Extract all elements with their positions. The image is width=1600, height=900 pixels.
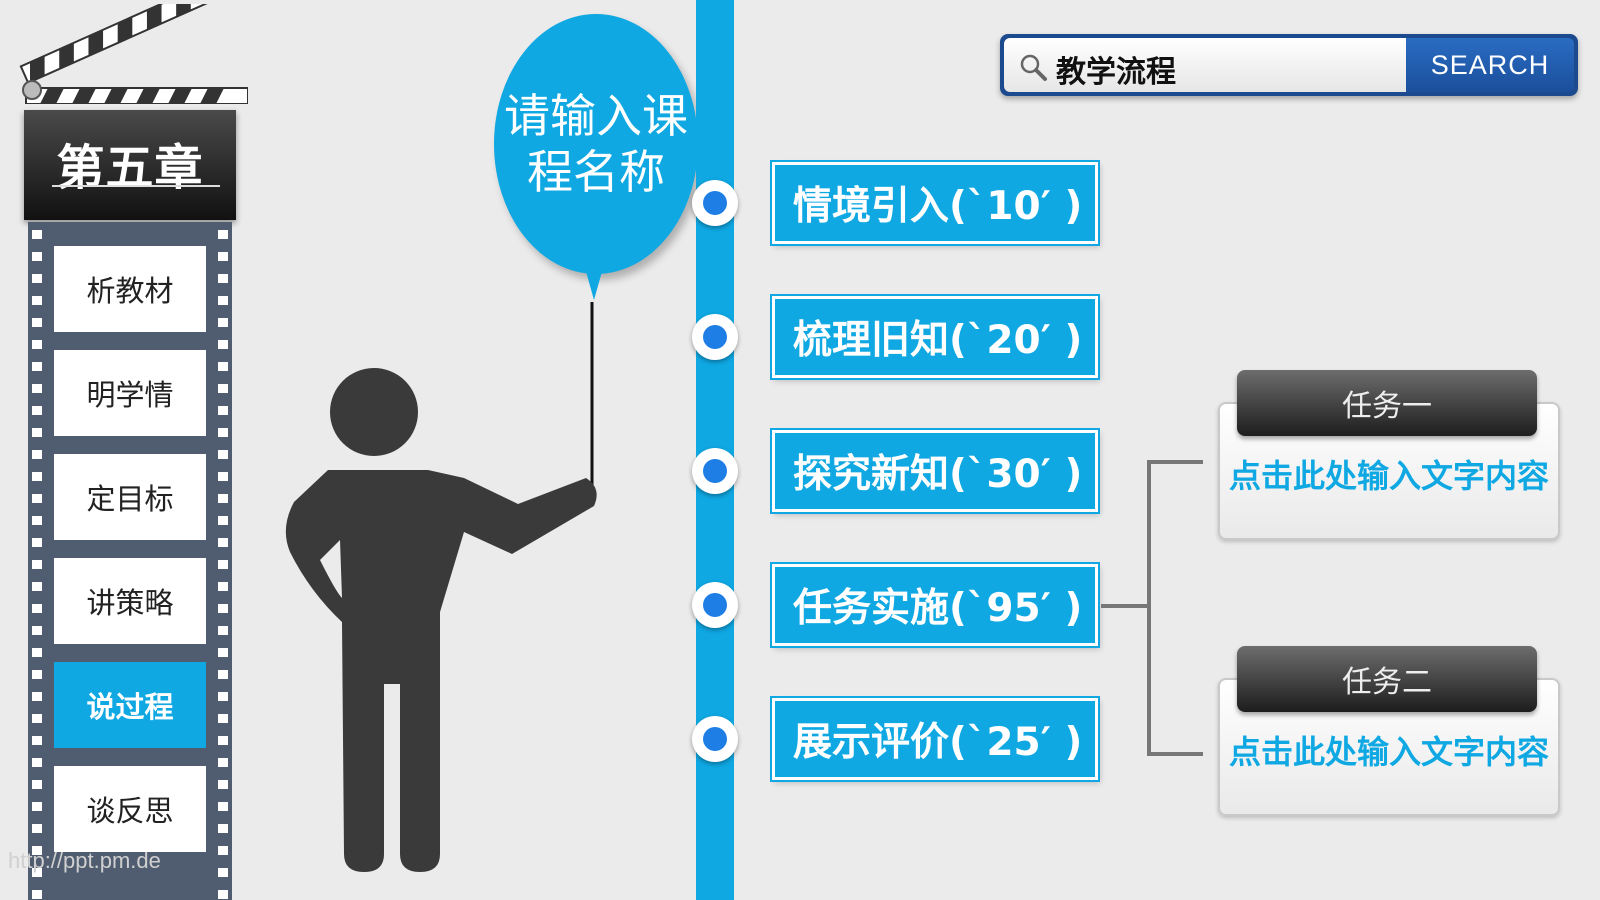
task-1-title: 任务一: [1237, 370, 1537, 436]
clapperboard-icon: [19, 4, 248, 104]
step-explore[interactable]: 探究新知(`30′ ): [770, 428, 1100, 514]
person-icon: [285, 302, 597, 872]
sidebar-item-analyze-material[interactable]: 析教材: [54, 246, 206, 332]
step-presentation[interactable]: 展示评价(`25′ ): [770, 696, 1100, 782]
search-input[interactable]: 教学流程: [1004, 38, 1406, 92]
sidebar-item-set-goals[interactable]: 定目标: [54, 454, 206, 540]
connector-line: [1147, 460, 1151, 756]
task-2-body[interactable]: 点击此处输入文字内容: [1228, 733, 1549, 771]
chapter-board: 第五章: [24, 110, 236, 220]
step-context-intro[interactable]: 情境引入(`10′ ): [770, 160, 1100, 246]
connector-line: [1101, 604, 1149, 608]
sidebar-filmstrip: 析教材 明学情 定目标 讲策略 说过程 谈反思: [28, 222, 232, 900]
connector-line: [1147, 460, 1203, 464]
chapter-underline: [52, 185, 220, 187]
timeline-dot: [692, 448, 738, 494]
search-button[interactable]: SEARCH: [1406, 38, 1574, 92]
sidebar-item-process[interactable]: 说过程: [54, 662, 206, 748]
task-1-body[interactable]: 点击此处输入文字内容: [1228, 457, 1549, 495]
search-bar: 教学流程 SEARCH: [1000, 34, 1578, 96]
timeline-dot: [692, 582, 738, 628]
sidebar-item-reflection[interactable]: 谈反思: [54, 766, 206, 852]
sidebar-item-student-analysis[interactable]: 明学情: [54, 350, 206, 436]
watermark: http://ppt.pm.de: [8, 848, 161, 873]
task-2-title: 任务二: [1237, 646, 1537, 712]
film-holes-left: [32, 230, 42, 900]
sidebar-item-strategy[interactable]: 讲策略: [54, 558, 206, 644]
search-value: 教学流程: [1056, 55, 1176, 90]
step-review[interactable]: 梳理旧知(`20′ ): [770, 294, 1100, 380]
timeline-dot: [692, 180, 738, 226]
connector-line: [1147, 752, 1203, 756]
course-name-balloon[interactable]: 请输入课程名称: [494, 14, 698, 274]
chapter-title: 第五章: [56, 140, 204, 196]
balloon-tip: [585, 268, 603, 300]
timeline-dot: [692, 716, 738, 762]
step-task-implementation[interactable]: 任务实施(`95′ ): [770, 562, 1100, 648]
timeline-dot: [692, 314, 738, 360]
film-holes-right: [218, 230, 228, 900]
search-icon: [1020, 54, 1047, 81]
